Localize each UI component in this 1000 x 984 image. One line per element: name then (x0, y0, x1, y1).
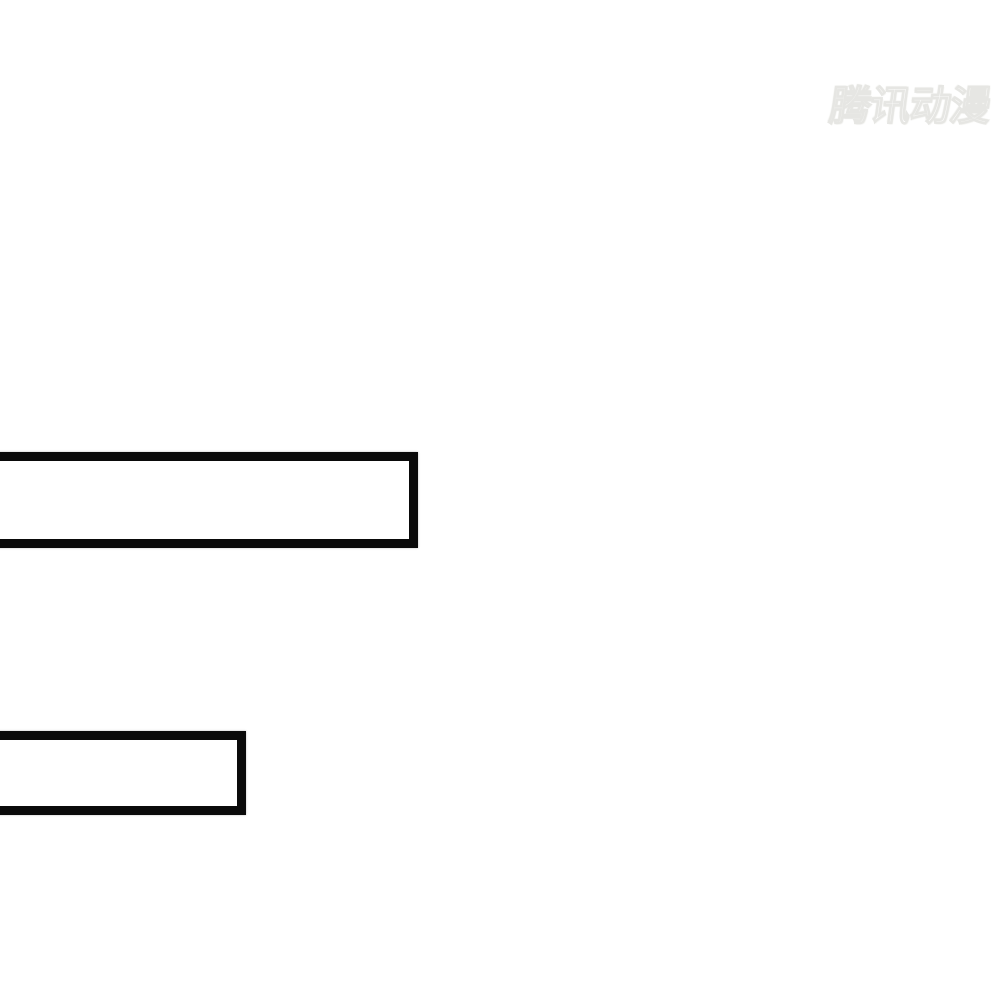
caption-box-bottom (0, 731, 246, 815)
caption-box-top-text (0, 461, 409, 539)
caption-box-bottom-text (0, 740, 237, 806)
tencent-comics-watermark: 腾讯动漫 (826, 82, 994, 129)
caption-box-top (0, 452, 418, 548)
